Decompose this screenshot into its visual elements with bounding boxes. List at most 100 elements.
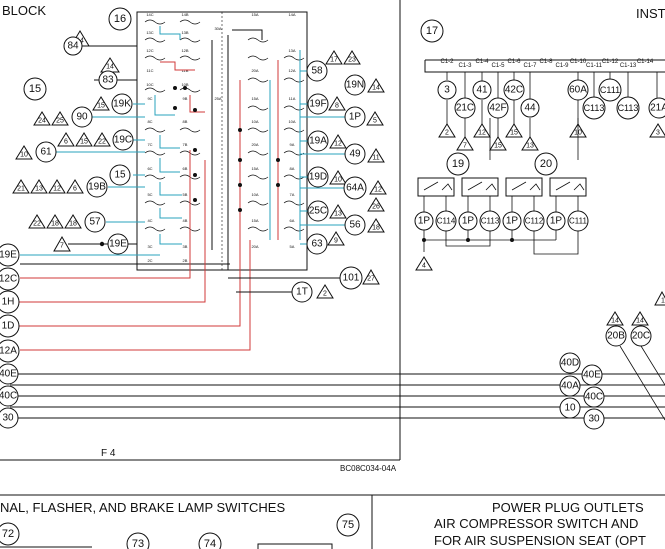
pin-label: C1-5 [491,63,505,69]
connector-label: 101 [343,273,360,284]
tri-label: 13 [334,211,342,218]
tri-label: 26 [372,204,380,211]
instrument-label: 17 [426,25,438,37]
connector-label: 15 [114,170,126,181]
switch-connector-label: C112 [525,217,544,226]
fuse-label: 10B [181,82,188,87]
pin-label: C1-14 [637,59,654,65]
tri-label: 6 [73,186,77,193]
tri-label: 22 [33,221,41,228]
wire-label: 41 [476,85,488,96]
connector-label: 19E [0,250,17,261]
fuse-label: 9C [147,96,152,101]
connector-label: 1D [2,321,15,332]
header-power-plug: POWER PLUG OUTLETS [492,500,644,515]
left-connector-19C: 6 15 22 19C [57,129,134,151]
pin-label: C1-4 [475,59,489,65]
fuse-label: 2C [147,258,152,263]
tri-label: 2 [445,130,449,137]
connector-label: 30 [588,414,600,425]
left-connector-19B: 21 13 12 6 19B [12,176,108,198]
right-connector-63: 63 9 [306,231,345,255]
wire-label: 44 [524,103,536,114]
connector-label: 30 [2,413,14,424]
instrument-cluster: 17 C1-2 C1-3 C1-4 C1-5 C1-6 C1-7 C1-8 C1… [420,19,665,73]
fuse-label: 14B [181,12,188,17]
tri-label: 7 [463,143,467,150]
tri-label: 10 [20,152,28,159]
wire-label: 42F [489,103,506,114]
header-lamp-switches: NAL, FLASHER, AND BRAKE LAMP SWITCHES [0,500,285,515]
fuse-label: 5C [147,192,152,197]
tri-label: 18 [69,221,77,228]
tri-label: 11 [372,155,379,162]
fuse-label: 2B [183,258,188,263]
switch-group: 19 20 [417,118,587,255]
connector-label: 19N [346,80,364,91]
tri-label: 21 [17,186,25,193]
header-inst: INST [636,6,665,21]
fuse-label: 25A [214,96,221,101]
fuse-label: 20A [251,142,258,147]
tri-label: 8 [335,103,339,110]
right-connector-49: 49 11 [344,143,385,165]
tri-label: 27 [367,276,375,283]
fuse-block-label-circle [108,7,132,31]
left-edge-connectors: 19E 12C 1H 1D 12A 40E 40C 30 [0,243,20,429]
connector-label: 40E [0,369,17,380]
connector-label: 58 [311,66,323,77]
right-connector-19D: 19D 10 [307,166,347,188]
wire-label: C113 [618,103,639,113]
switch-label: 20 [540,158,552,170]
tri-label: 5 [373,118,377,125]
connector-label: 57 [89,217,101,228]
right-connector-1T: 1T 2 [291,281,334,303]
left-connector-84: 14 84 [63,30,90,56]
connector-label: 12C [0,274,17,285]
switch-connector-label: C111 [569,217,587,226]
wire-label: 60A [569,85,587,96]
left-connector-15-label: 15 [23,77,47,101]
wire-label: 42C [505,85,523,96]
connector-label: 1P [349,112,362,123]
fuse-label: 8B [183,119,188,124]
instrument-connectors: 3 2 21C 7 41 12 42F 15 42C 15 44 13 60A … [437,78,665,151]
pin-label: C1-2 [440,59,454,65]
tri-label: 2 [323,291,327,298]
fuse-label: 3B [183,244,188,249]
fuse-label: 4B [183,218,188,223]
right-connector-64A: 64A 12 26 [343,176,387,212]
panel-code: F 4 [101,448,116,459]
fuse-glyphs [144,19,305,232]
right-connector-19A: 19A 12 [307,130,347,152]
fuse-label: 15A [251,218,258,223]
wire-label: C111 [600,85,620,95]
pin-label: C1-8 [539,59,553,65]
left-connector-57: 22 18 18 57 [28,211,106,233]
header-air-compressor: AIR COMPRESSOR SWITCH AND [434,516,638,531]
pin-label: C1-3 [458,63,472,69]
fuse-label: 13C [146,30,153,35]
connector-label: 20B [607,331,625,342]
fuse-label: 8C [147,119,152,124]
ground-tri-label: 4 [422,263,426,270]
fuse-label: 15A [251,166,258,171]
tri-label: 14 [372,85,380,92]
fuse-label: 6A [290,218,295,223]
switch-connector-label: 1P [506,216,519,227]
wire-label: 21C [456,103,474,114]
connector-label: 49 [349,149,361,160]
drawing-code: BC08C034-04A [340,464,397,473]
fuse-label: 14A [288,12,295,17]
bottom-panel: 72 73 74 75 [0,513,360,549]
bottom-label: 74 [204,538,216,549]
right-connector-19N: 19N 14 [344,74,385,96]
connector-label: 83 [102,75,114,86]
switch-connector-label: 1P [462,216,475,227]
fuse-label: 11C [146,68,153,73]
fuse-label: 12B [181,48,188,53]
left-connector-19E-a: 7 19E [53,233,129,255]
left-connector-90: 24 25 90 [33,106,93,128]
pin-label: C1-12 [602,59,619,65]
fuse-label: 10A [251,192,258,197]
